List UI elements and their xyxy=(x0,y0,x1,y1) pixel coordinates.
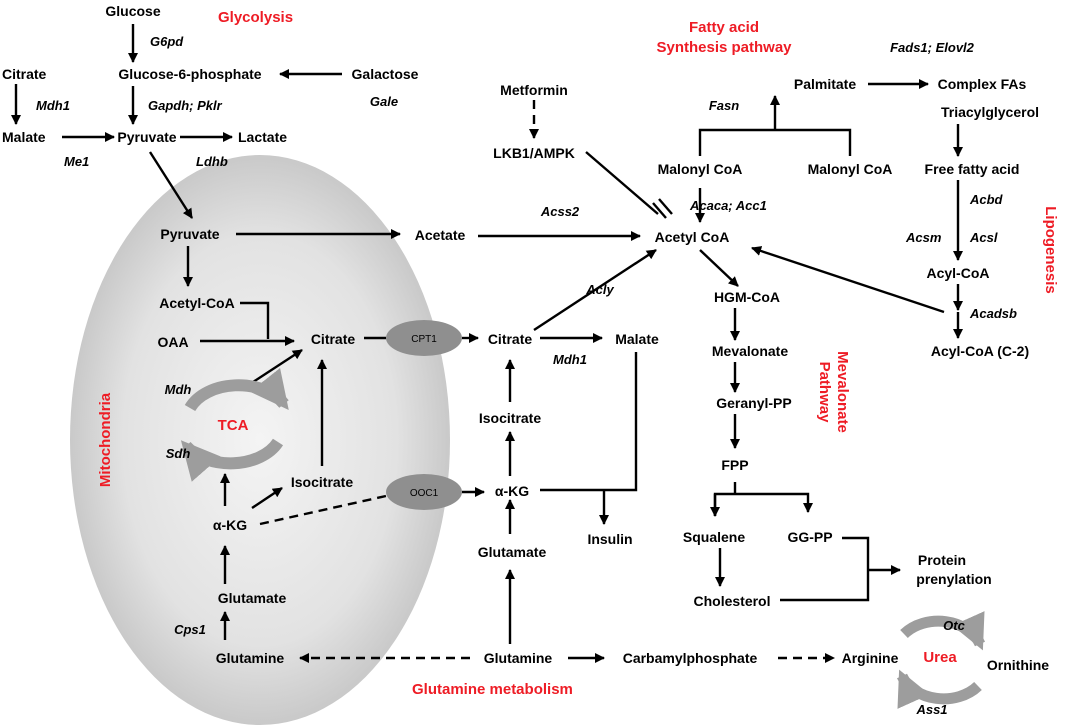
metabolite-cholesterol: Cholesterol xyxy=(693,593,770,609)
ooc1-label: OOC1 xyxy=(410,488,439,499)
pathway-lipogenesis: Lipogenesis xyxy=(1042,206,1059,294)
enzyme-me1: Me1 xyxy=(64,154,89,169)
metabolite-metformin: Metformin xyxy=(500,82,568,98)
metabolite-lkb1-ampk: LKB1/AMPK xyxy=(493,145,575,161)
enzyme-mdh: Mdh xyxy=(165,382,192,397)
metabolite-glutamate-cyto: Glutamate xyxy=(478,544,547,560)
metabolite-ornithine: Ornithine xyxy=(987,657,1049,673)
tca-cycle-arrows xyxy=(180,367,289,482)
enzyme-acbd: Acbd xyxy=(969,192,1004,207)
metabolite-pyruvate-top: Pyruvate xyxy=(117,129,176,145)
metabolite-hgm-coa: HGM-CoA xyxy=(714,289,780,305)
enzyme-otc: Otc xyxy=(943,618,965,633)
ooc1-ellipse xyxy=(386,474,462,510)
metabolite-glutamine-cyto: Glutamine xyxy=(484,650,553,666)
metabolite-acetate: Acetate xyxy=(415,227,466,243)
metabolite-galactose: Galactose xyxy=(352,66,419,82)
metabolite-palmitate: Palmitate xyxy=(794,76,856,92)
metabolite-mevalonate: Mevalonate xyxy=(712,343,788,359)
enzyme-acly: Acly xyxy=(585,282,614,297)
enzyme-acss2: Acss2 xyxy=(540,204,580,219)
metabolite-citrate-cyto: Citrate xyxy=(488,331,533,347)
metabolite-insulin: Insulin xyxy=(587,531,632,547)
pathway-mevalonate-line1: Mevalonate xyxy=(834,351,851,433)
enzyme-sdh: Sdh xyxy=(166,446,191,461)
enzyme-mdh1-cyto: Mdh1 xyxy=(553,352,587,367)
cpt1-label: CPT1 xyxy=(411,334,437,345)
metabolite-complex-fas: Complex FAs xyxy=(938,76,1027,92)
cpt1-ellipse xyxy=(386,320,462,356)
metabolite-glucose: Glucose xyxy=(105,3,160,19)
metabolite-malonyl-coa-2: Malonyl CoA xyxy=(808,161,893,177)
mitochondrion-compartment xyxy=(70,155,450,725)
enzyme-acsl: Acsl xyxy=(969,230,998,245)
metabolite-isocitrate-cyto: Isocitrate xyxy=(479,410,541,426)
pathway-glutamine-metabolism: Glutamine metabolism xyxy=(412,681,573,698)
metabolite-arginine: Arginine xyxy=(842,650,899,666)
pathway-glycolysis: Glycolysis xyxy=(218,9,293,26)
metabolite-carbamylphosphate: Carbamylphosphate xyxy=(623,650,758,666)
metabolite-isocitrate-mito: Isocitrate xyxy=(291,474,353,490)
enzyme-mdh1-top: Mdh1 xyxy=(36,98,70,113)
metabolite-malate-top: Malate xyxy=(2,129,46,145)
metabolite-geranyl-pp: Geranyl-PP xyxy=(716,395,791,411)
enzyme-gapdh-pklr: Gapdh; Pklr xyxy=(148,98,223,113)
metabolite-protein-line1: Protein xyxy=(918,552,966,568)
transporter-ooc1: OOC1 xyxy=(386,474,462,510)
metabolite-pyruvate-mito: Pyruvate xyxy=(160,226,219,242)
pathway-arrows xyxy=(10,24,964,664)
enzyme-fasn: Fasn xyxy=(709,98,739,113)
metabolite-labels: Glucose Glucose-6-phosphate Galactose Ci… xyxy=(2,3,1049,673)
enzyme-gale: Gale xyxy=(370,94,398,109)
enzyme-acadsb: Acadsb xyxy=(969,306,1017,321)
metabolite-lactate: Lactate xyxy=(238,129,287,145)
metabolite-protein-line2: prenylation xyxy=(916,571,991,587)
metabolite-triacylglycerol: Triacylglycerol xyxy=(941,104,1039,120)
metabolite-citrate-mito: Citrate xyxy=(311,331,356,347)
enzyme-cps1: Cps1 xyxy=(174,622,206,637)
metabolite-akg-cyto: α-KG xyxy=(495,483,529,499)
enzyme-labels: G6pd Gale Gapdh; Pklr Mdh1 Me1 Ldhb Fasn… xyxy=(36,34,1017,717)
urea-cycle-arrows xyxy=(896,611,986,709)
enzyme-g6pd: G6pd xyxy=(150,34,184,49)
metabolite-oaa: OAA xyxy=(157,334,188,350)
pathway-fatty-acid-line1: Fatty acid xyxy=(689,19,759,36)
enzyme-acaca-acc1: Acaca; Acc1 xyxy=(689,198,767,213)
metabolite-acetyl-coa: Acetyl CoA xyxy=(655,229,730,245)
metabolite-glutamate-mito: Glutamate xyxy=(218,590,287,606)
metabolite-akg-mito: α-KG xyxy=(213,517,247,533)
enzyme-ldhb: Ldhb xyxy=(196,154,228,169)
metabolite-acetyl-coa-mito: Acetyl-CoA xyxy=(159,295,234,311)
mitochondria-label: Mitochondria xyxy=(97,392,114,487)
metabolite-fpp: FPP xyxy=(721,457,748,473)
metabolite-gg-pp: GG-PP xyxy=(787,529,832,545)
metabolite-free-fatty-acid: Free fatty acid xyxy=(925,161,1020,177)
metabolite-malate-cyto: Malate xyxy=(615,331,659,347)
enzyme-fads1-elovl2: Fads1; Elovl2 xyxy=(890,40,975,55)
pathway-fatty-acid-line2: Synthesis pathway xyxy=(656,39,792,56)
metabolite-malonyl-coa-1: Malonyl CoA xyxy=(658,161,743,177)
pathway-titles: Glycolysis Fatty acid Synthesis pathway … xyxy=(97,9,1059,698)
metabolite-acyl-coa-c2: Acyl-CoA (C-2) xyxy=(931,343,1029,359)
metabolite-acyl-coa: Acyl-CoA xyxy=(926,265,989,281)
enzyme-acsm: Acsm xyxy=(905,230,942,245)
tca-label: TCA xyxy=(218,417,249,434)
transporter-cpt1: CPT1 xyxy=(386,320,462,356)
metabolite-glucose-6-phosphate: Glucose-6-phosphate xyxy=(118,66,261,82)
enzyme-ass1: Ass1 xyxy=(915,702,947,717)
urea-label: Urea xyxy=(923,649,957,666)
metabolite-squalene: Squalene xyxy=(683,529,745,545)
pathway-mevalonate-line2: Pathway xyxy=(816,362,833,424)
metabolite-glutamine-mito: Glutamine xyxy=(216,650,285,666)
metabolite-citrate-top: Citrate xyxy=(2,66,47,82)
